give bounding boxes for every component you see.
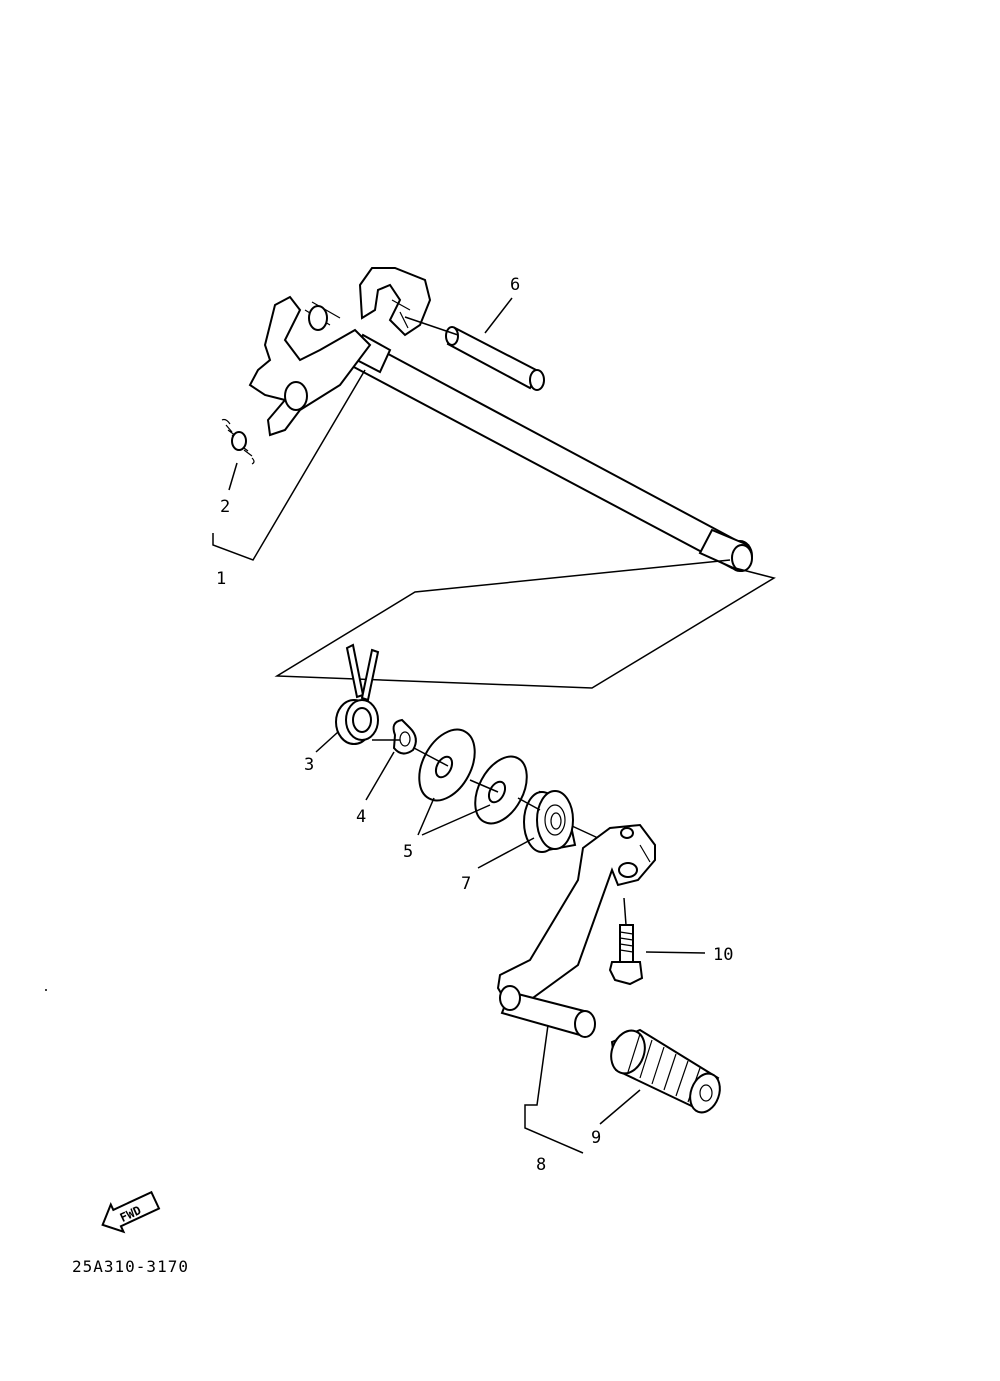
spring-part-2 bbox=[221, 418, 255, 465]
torsion-spring-part-3 bbox=[335, 643, 380, 745]
callout-4: 4 bbox=[356, 807, 366, 827]
pin-part-6 bbox=[445, 326, 545, 391]
callout-6: 6 bbox=[510, 275, 520, 295]
circlip-part-4 bbox=[392, 718, 417, 755]
leader-1-bracket bbox=[212, 369, 366, 561]
callout-2: 2 bbox=[220, 497, 230, 517]
callout-3: 3 bbox=[304, 755, 314, 775]
shift-shaft-assembly bbox=[248, 267, 753, 572]
forward-arrow-icon: FWD bbox=[101, 1190, 161, 1234]
leader-9 bbox=[599, 1089, 641, 1125]
callout-1: 1 bbox=[216, 569, 226, 589]
callout-5: 5 bbox=[403, 842, 413, 862]
washers-part-5 bbox=[418, 728, 528, 825]
bolt-part-10 bbox=[608, 924, 644, 986]
drawing-code: 25A310-3170 bbox=[72, 1257, 189, 1276]
leader-7 bbox=[477, 837, 535, 869]
shaft-splined-end bbox=[698, 528, 753, 572]
callout-9: 9 bbox=[591, 1128, 601, 1148]
lower-axis-line bbox=[372, 739, 599, 839]
bearing-part-7 bbox=[523, 790, 577, 853]
footrest-rubber-part-9 bbox=[610, 1028, 721, 1114]
shift-pedal-part-8 bbox=[496, 823, 656, 1038]
callout-7: 7 bbox=[461, 874, 471, 894]
callout-10: 10 bbox=[713, 945, 733, 965]
leader-bolt-axis bbox=[623, 897, 627, 926]
leader-10 bbox=[645, 951, 706, 954]
leader-5 bbox=[417, 797, 491, 836]
leader-6 bbox=[404, 297, 513, 336]
leader-4 bbox=[365, 751, 395, 801]
leader-3 bbox=[315, 731, 339, 753]
alignment-phantom-lines bbox=[274, 559, 776, 689]
stray-mark bbox=[45, 989, 47, 991]
callout-8: 8 bbox=[536, 1155, 546, 1175]
leader-2 bbox=[228, 462, 238, 491]
leader-8-bracket bbox=[524, 1024, 584, 1154]
